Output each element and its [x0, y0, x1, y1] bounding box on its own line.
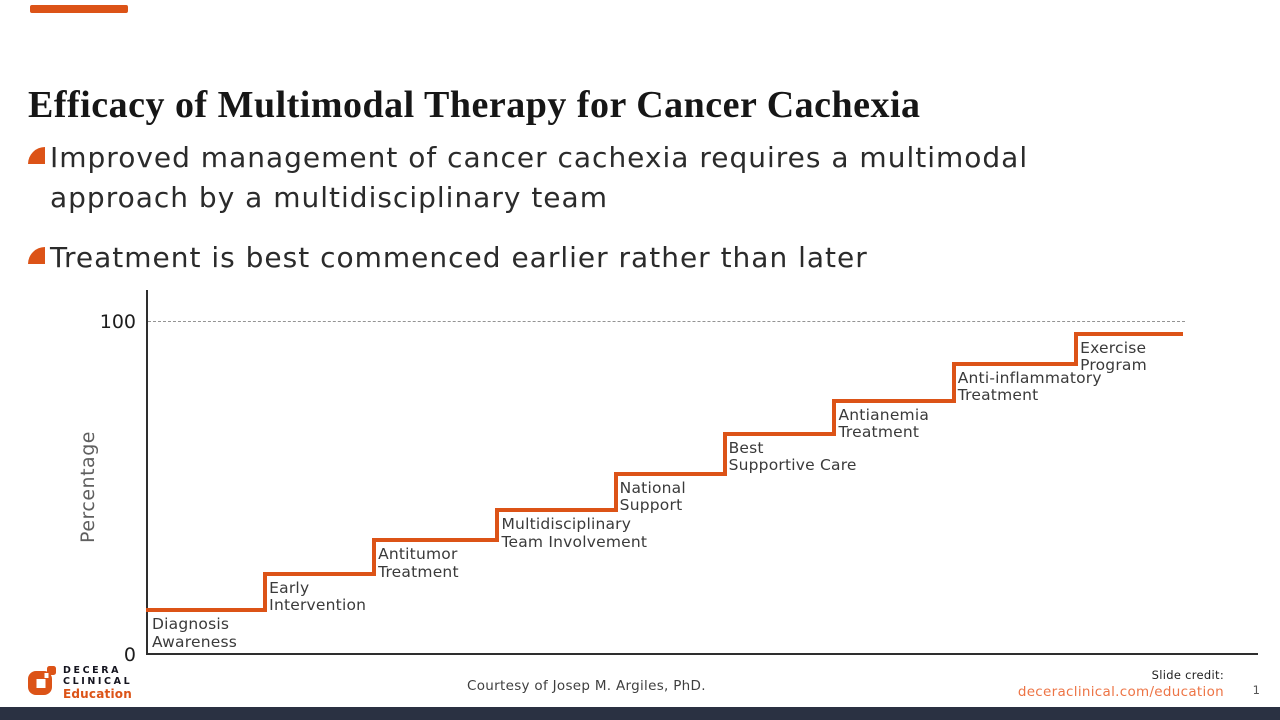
chart-step-riser [613, 471, 618, 513]
chart-step-label: Exercise Program [1080, 338, 1147, 375]
bullet-text: Treatment is best commenced earlier rath… [50, 241, 868, 274]
chart-step-riser [832, 398, 837, 436]
page-title: Efficacy of Multimodal Therapy for Cance… [28, 84, 921, 127]
slide-credit-link[interactable]: deceraclinical.com/education [1017, 684, 1224, 700]
gridline-100 [148, 321, 1185, 322]
top-accent-bar [30, 5, 128, 13]
bullet-item: Improved management of cancer cachexia r… [28, 138, 1148, 218]
logo-name-line2: CLINICAL [63, 675, 133, 687]
x-axis-line [146, 653, 1258, 655]
chart-step-riser [495, 508, 500, 543]
chart-step-segment [495, 508, 614, 513]
chart-step-segment [372, 538, 496, 543]
bullet-text: Improved management of cancer cachexia r… [50, 141, 1029, 214]
bullet-item: Treatment is best commenced earlier rath… [28, 238, 1148, 278]
chart-step-segment [146, 608, 264, 613]
slide-credit-label: Slide credit: [1151, 668, 1224, 682]
chart-step-label: Diagnosis Awareness [152, 615, 238, 651]
chart-step-riser [951, 361, 956, 403]
bullet-marker-icon [28, 247, 45, 264]
chart-step-label: Multidisciplinary Team Involvement [501, 515, 648, 551]
chart-step-label: Early Intervention [269, 578, 367, 615]
bottom-accent-bar [0, 707, 1280, 720]
chart-step-riser [1074, 331, 1079, 366]
chart-step-label: Antianemia Treatment [838, 405, 930, 442]
page-number: 1 [1252, 683, 1260, 697]
slide-credit: Slide credit: deceraclinical.com/educati… [1018, 668, 1224, 700]
chart-step-segment [951, 361, 1075, 366]
chart-step-label: National Support [619, 478, 686, 515]
decera-logo: DECERA CLINICAL Education [28, 665, 133, 701]
chart-step-segment [832, 398, 952, 403]
chart-step-label: Antitumor Treatment [378, 545, 459, 581]
chart-step-segment [1074, 331, 1183, 336]
chart-step-riser [722, 431, 727, 476]
y-axis-line [146, 290, 148, 655]
decera-logo-icon [28, 666, 56, 695]
y-axis-tick-label: 100 [99, 311, 136, 333]
logo-education-label: Education [63, 687, 132, 701]
chart-step-label: Anti-inflammatory Treatment [957, 368, 1102, 405]
courtesy-text: Courtesy of Josep M. Argiles, PhD. [467, 678, 706, 694]
chart-step-segment [263, 571, 373, 576]
chart-step-riser [372, 538, 377, 576]
bullet-marker-icon [28, 147, 45, 164]
logo-name-line1: DECERA [63, 665, 122, 676]
chart-step-riser [263, 571, 268, 613]
y-axis-tick-label: 0 [123, 644, 136, 666]
y-axis-title: Percentage [77, 431, 99, 543]
chart-step-segment [613, 471, 723, 476]
chart-step-segment [722, 431, 833, 436]
chart-step-label: Best Supportive Care [728, 438, 857, 475]
